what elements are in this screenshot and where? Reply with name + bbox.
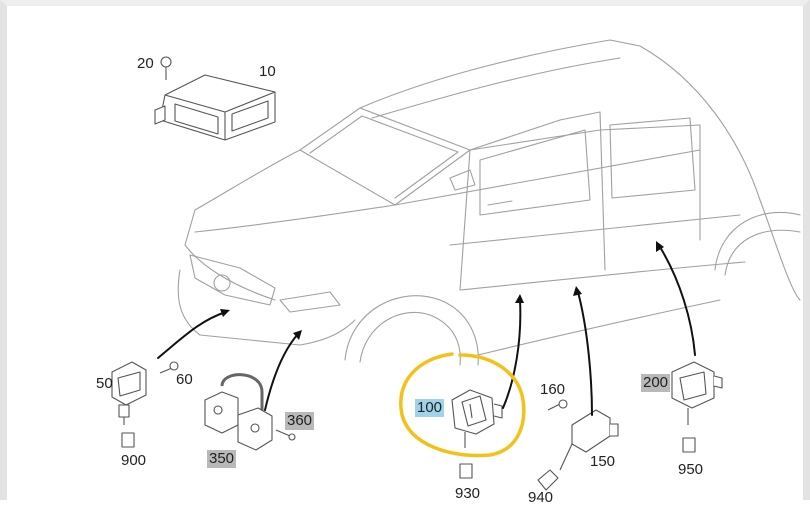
arrow-heads bbox=[220, 241, 664, 340]
callout-50: 50 bbox=[96, 375, 113, 392]
highlight-circle bbox=[399, 352, 526, 458]
leader-arrows bbox=[157, 246, 696, 416]
control-unit-part bbox=[154, 56, 276, 141]
callout-20: 20 bbox=[137, 55, 154, 72]
callout-350: 350 bbox=[207, 450, 237, 468]
sensor-bracket-part bbox=[204, 373, 296, 451]
callout-150: 150 bbox=[590, 453, 616, 470]
callout-930: 930 bbox=[455, 485, 481, 502]
callout-900: 900 bbox=[121, 452, 147, 469]
sensor-100-part bbox=[451, 389, 503, 479]
callout-60: 60 bbox=[176, 371, 193, 388]
callout-10: 10 bbox=[259, 63, 276, 80]
callout-200: 200 bbox=[641, 374, 671, 392]
sensor-150-part bbox=[537, 399, 619, 491]
callout-950: 950 bbox=[678, 461, 704, 478]
callout-160: 160 bbox=[540, 381, 566, 398]
sensor-left-part bbox=[111, 361, 179, 448]
car-outline bbox=[177, 39, 801, 366]
callout-360: 360 bbox=[285, 412, 315, 430]
callout-940: 940 bbox=[528, 489, 554, 506]
callout-100: 100 bbox=[415, 399, 445, 417]
sensor-200-part bbox=[671, 361, 723, 453]
